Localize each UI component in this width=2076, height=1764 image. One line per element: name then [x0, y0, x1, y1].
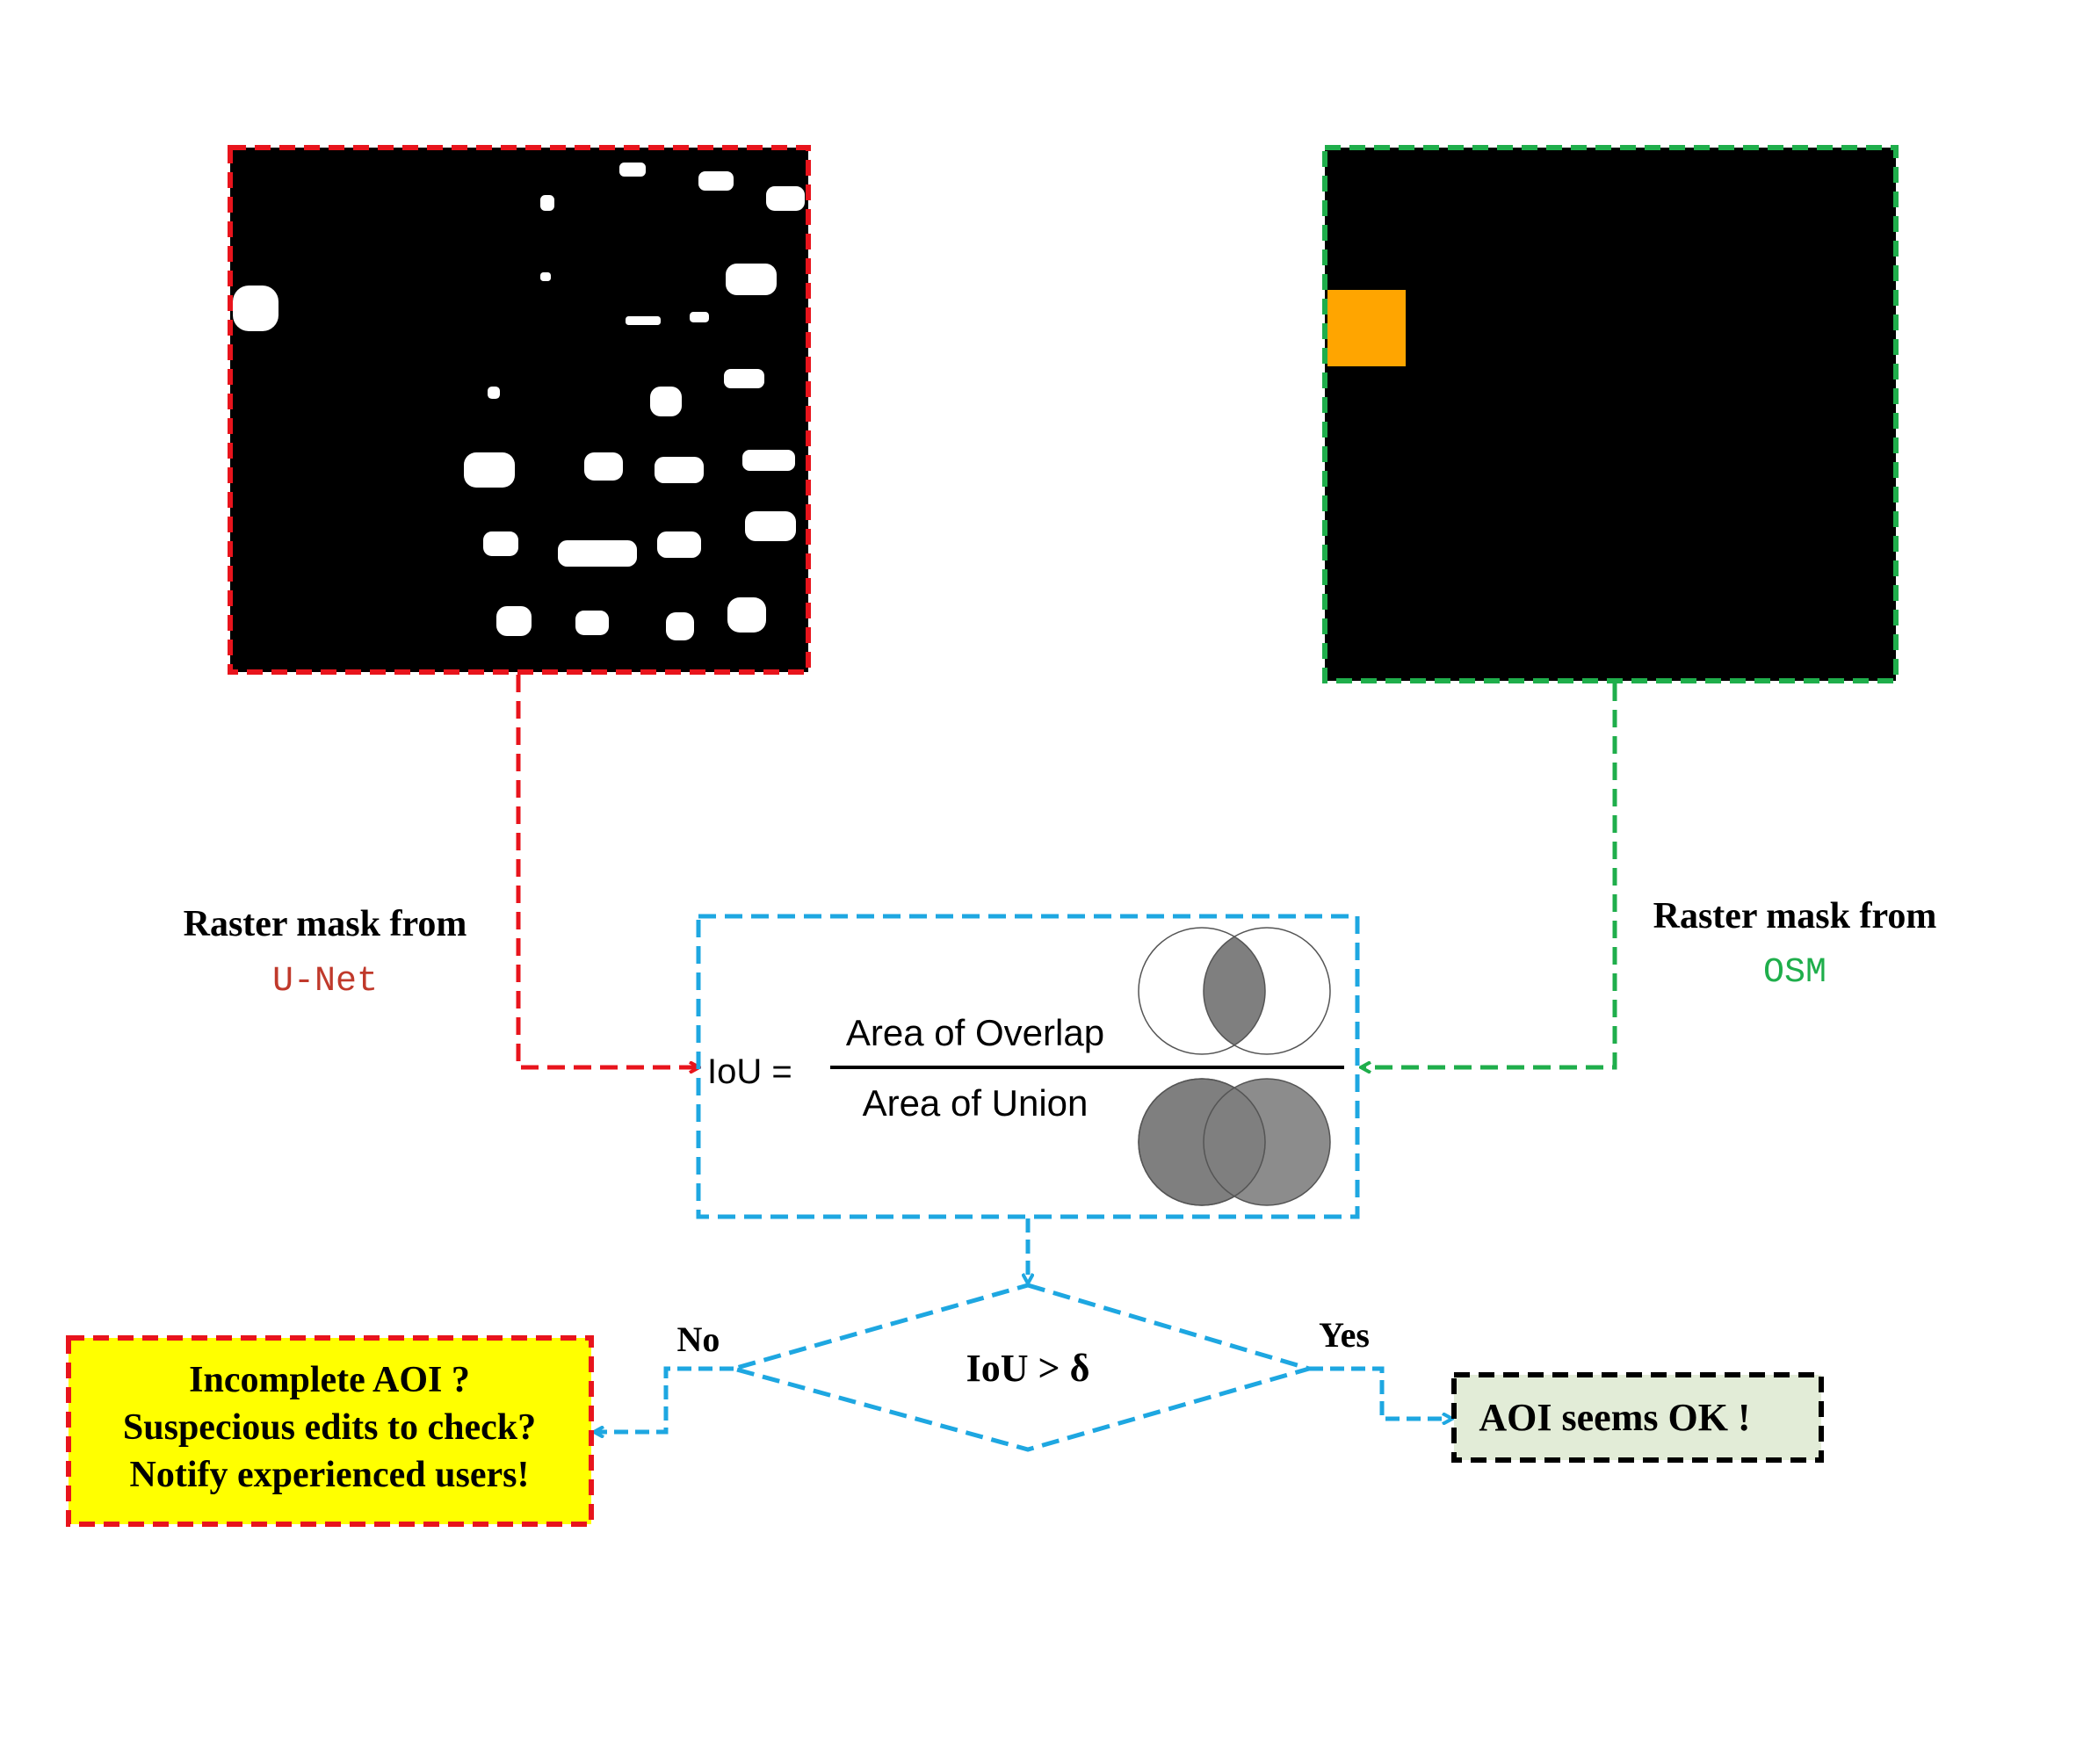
incomplete-aoi-box: Incomplete AOI ? Suspecious edits to che… [66, 1335, 594, 1527]
unet-building-blob [496, 606, 532, 636]
osm-label-line1: Raster mask from [1653, 896, 1937, 936]
unet-building-blob [657, 531, 701, 558]
union-venn-icon [1138, 1078, 1331, 1206]
unet-building-blob [626, 316, 661, 325]
incomplete-aoi-line3: Notify experienced users! [130, 1455, 530, 1495]
incomplete-aoi-fill [66, 1335, 594, 1527]
unet-building-blob [558, 540, 637, 567]
unet-building-blob [745, 511, 796, 541]
unet-building-blob [540, 272, 551, 281]
unet-building-blob [483, 531, 518, 556]
osm-mask-image [1325, 148, 1896, 681]
unet-building-blob [464, 452, 515, 488]
unet-mask-image [230, 148, 808, 672]
unet-label-line2: U-Net [272, 962, 378, 1001]
unet-to-iou-connector [516, 675, 698, 1067]
unet-building-blob [650, 387, 682, 416]
decision-condition: IoU > δ [966, 1347, 1090, 1390]
unet-building-blob [666, 612, 694, 640]
unet-building-blobs [233, 163, 805, 640]
aoi-ok-fill [1451, 1372, 1824, 1463]
unet-building-blob [724, 369, 764, 388]
unet-building-blob [726, 264, 777, 295]
unet-building-blob [698, 171, 734, 191]
iou-lhs: IoU = [707, 1052, 792, 1091]
unet-building-blob [727, 597, 766, 633]
osm-mask-border [1322, 145, 1899, 683]
aoi-ok-box: AOI seems OK ! [1451, 1372, 1824, 1463]
unet-building-blob [655, 457, 704, 483]
incomplete-aoi-line1: Incomplete AOI ? [189, 1360, 470, 1400]
yes-label: Yes [1319, 1315, 1370, 1355]
decision-diamond: IoU > δ [725, 1283, 1317, 1452]
unet-mask-border [228, 145, 811, 675]
unet-building-blob [575, 611, 609, 635]
unet-building-blob [584, 452, 623, 481]
incomplete-aoi-line2: Suspecious edits to check? [123, 1407, 536, 1448]
decision-diamond-shape [725, 1283, 1317, 1452]
iou-formula-box: IoU = Area of Overlap Area of Union [696, 914, 1360, 1219]
osm-label-line2: OSM [1763, 953, 1826, 993]
unet-building-blob [766, 186, 805, 211]
unet-building-blob [540, 195, 554, 211]
osm-to-iou-connector [1362, 683, 1617, 1067]
aoi-ok-text: AOI seems OK ! [1479, 1396, 1750, 1439]
no-label: No [677, 1319, 720, 1359]
unet-label-line1: Raster mask from [184, 904, 467, 944]
unet-building-blob [488, 387, 500, 399]
unet-building-blob [742, 450, 795, 471]
unet-building-blob [690, 312, 709, 322]
iou-denominator: Area of Union [863, 1082, 1089, 1124]
iou-numerator: Area of Overlap [846, 1012, 1104, 1053]
unet-mask-panel [228, 145, 811, 675]
no-branch-connector [595, 1366, 734, 1432]
osm-building-block [1327, 290, 1406, 366]
yes-branch-connector [1309, 1366, 1451, 1419]
iou-box-border [696, 914, 1360, 1219]
unet-building-blob [233, 286, 278, 331]
overlap-venn-icon [1138, 927, 1331, 1055]
unet-building-blob [619, 163, 646, 177]
osm-mask-panel [1322, 145, 1899, 683]
